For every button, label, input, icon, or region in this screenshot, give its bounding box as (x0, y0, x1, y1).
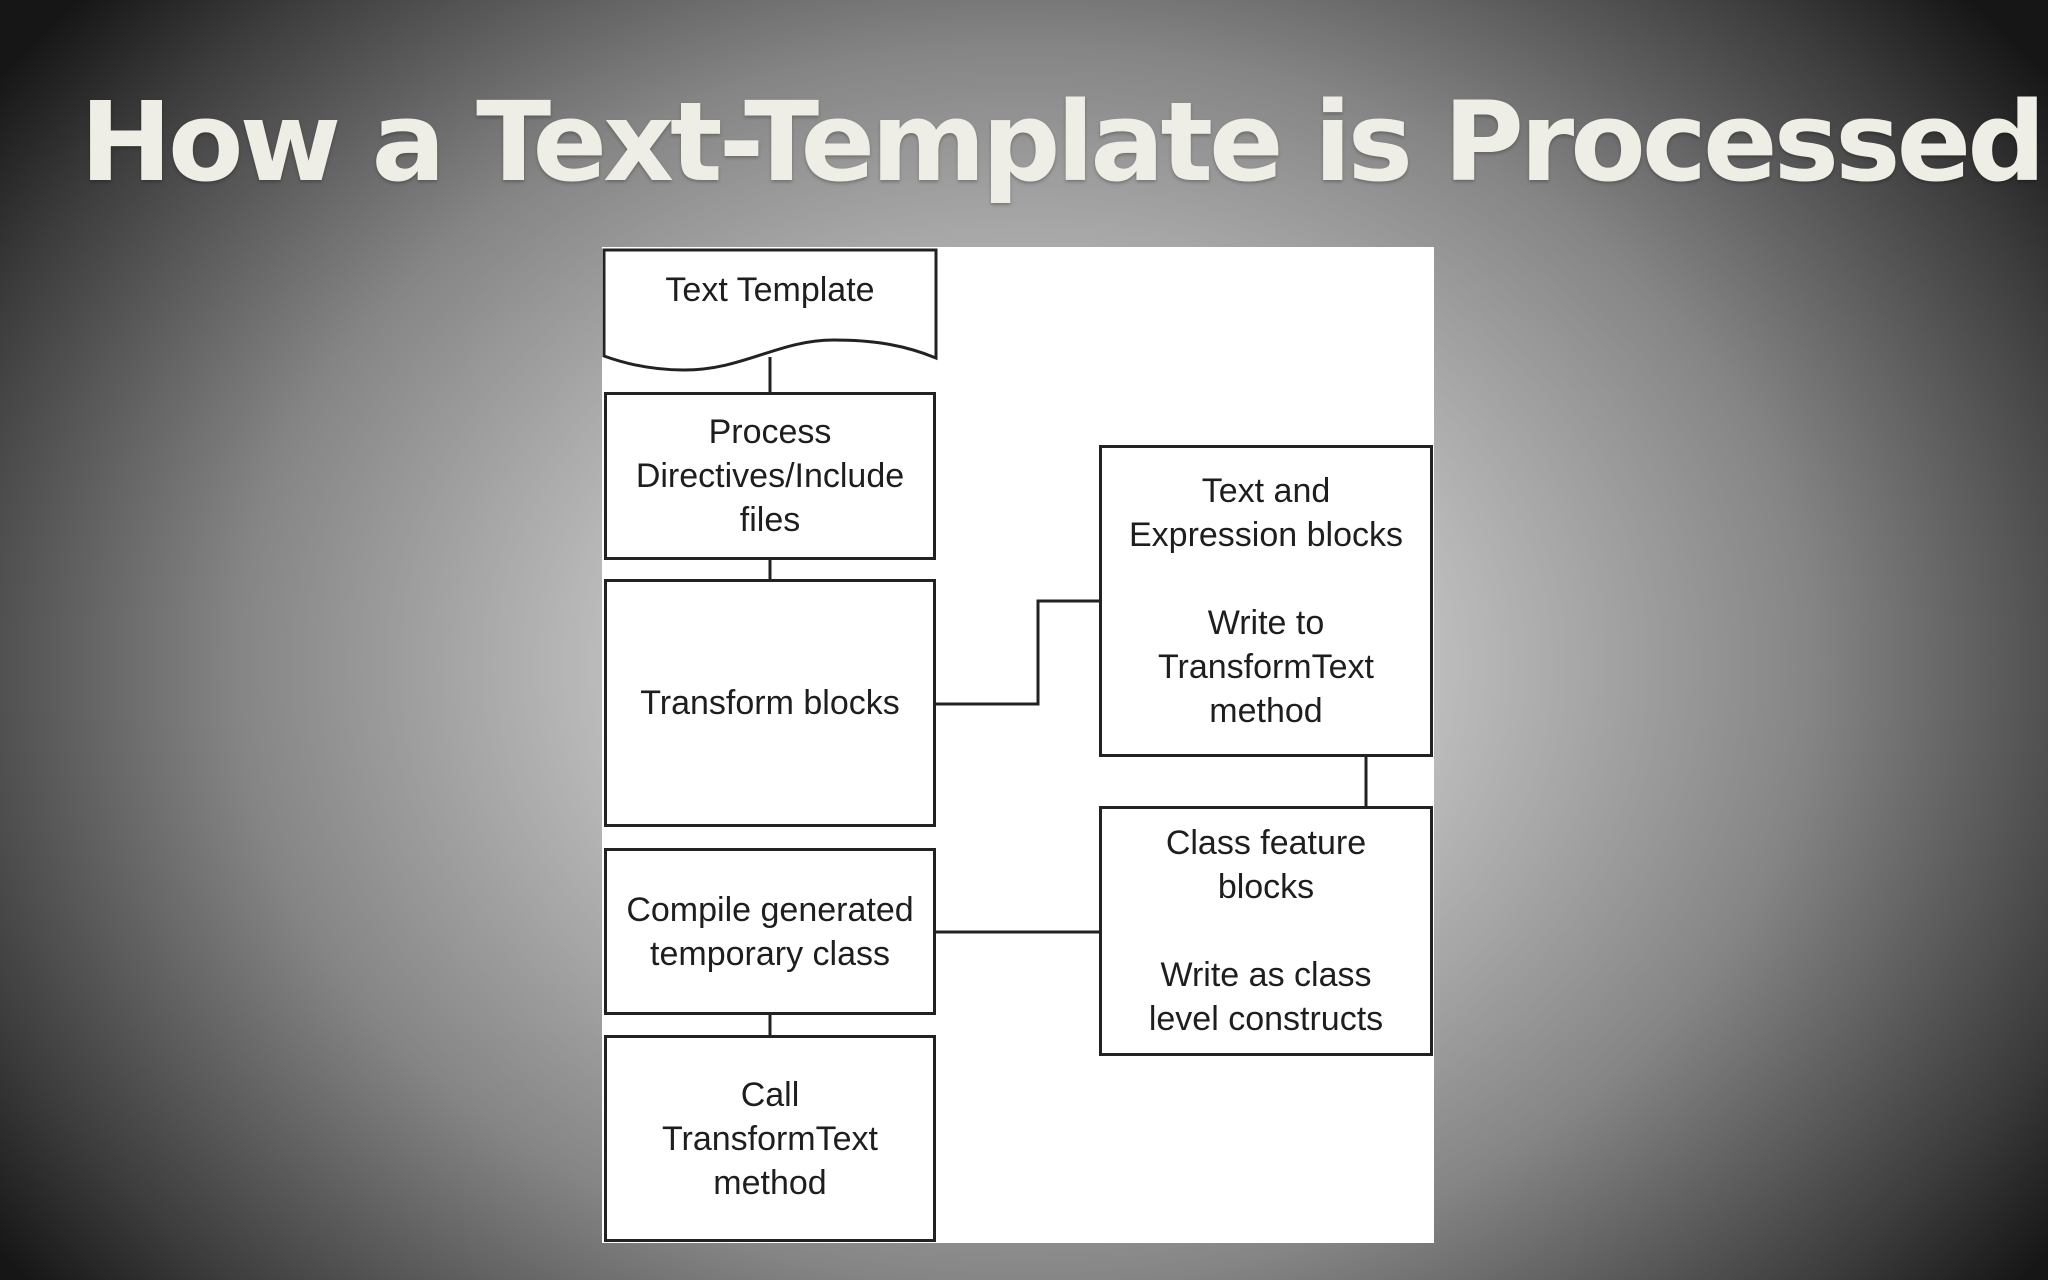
slide-title: How a Text-Template is Processed (80, 78, 2046, 206)
node-text: method (1209, 692, 1323, 730)
document-shape (602, 248, 938, 372)
node-text: blocks (1217, 868, 1315, 906)
connector-lines (768, 357, 1368, 1036)
node-text: level constructs (1148, 1000, 1384, 1038)
node-text: Call (740, 1075, 800, 1114)
node-text: temporary class (650, 934, 890, 973)
node-text: Text and (1201, 472, 1331, 510)
node-text: Write as class (1160, 956, 1372, 994)
node-text: Class feature (1165, 824, 1367, 862)
text-template-node: Text Template (602, 248, 938, 378)
process-directives-node: Process Directives/Include files (604, 392, 936, 560)
compile-class-node: Compile generated temporary class (604, 848, 936, 1015)
class-feature-node: Class feature blocks Write as class leve… (1099, 806, 1433, 1056)
node-text: Process (708, 413, 832, 451)
diagram-panel: Text Template Process Directives/Include… (602, 247, 1434, 1243)
node-text: Write to (1207, 604, 1325, 642)
node-text: method (713, 1163, 827, 1202)
call-transform-node: Call TransformText method (604, 1035, 936, 1242)
node-text: Compile generated (626, 890, 914, 929)
text-template-label: Text Template (665, 271, 875, 309)
node-text: TransformText (661, 1119, 878, 1158)
node-text: files (739, 501, 801, 539)
node-text: Expression blocks (1128, 516, 1403, 554)
node-text: Directives/Include (635, 457, 905, 495)
node-text: Transform blocks (640, 684, 900, 722)
transform-blocks-node: Transform blocks (604, 579, 936, 827)
connector-transform-to-text-expression (935, 599, 1100, 706)
node-text: TransformText (1157, 648, 1374, 686)
text-expression-node: Text and Expression blocks Write to Tran… (1099, 445, 1433, 757)
